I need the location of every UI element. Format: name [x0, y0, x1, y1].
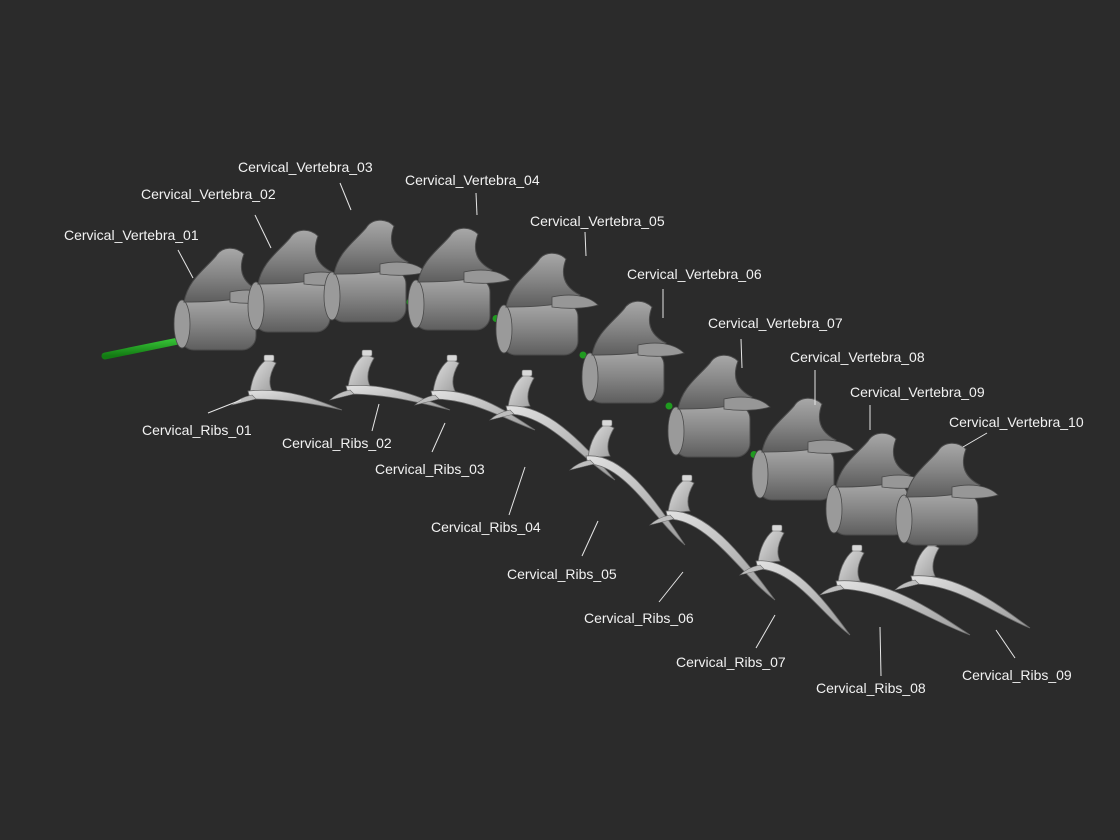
leader-lines-group — [177, 182, 1016, 677]
label-cervical-vertebra-07: Cervical_Vertebra_07 — [708, 315, 843, 331]
leader-cervical-ribs-08 — [879, 626, 882, 677]
label-cervical-ribs-02: Cervical_Ribs_02 — [282, 435, 392, 451]
rib-05 — [569, 419, 686, 546]
joint-05 — [579, 351, 587, 359]
vertebrae-group — [173, 219, 999, 546]
rib-08 — [819, 544, 971, 636]
leader-cervical-ribs-09 — [995, 629, 1016, 659]
leader-cervical-ribs-06 — [658, 571, 684, 603]
vertebra-10 — [895, 442, 999, 546]
label-cervical-vertebra-09: Cervical_Vertebra_09 — [850, 384, 985, 400]
rib-04 — [489, 369, 616, 481]
label-cervical-vertebra-04: Cervical_Vertebra_04 — [405, 172, 540, 188]
label-cervical-vertebra-02: Cervical_Vertebra_02 — [141, 186, 276, 202]
axis-rod-left — [101, 335, 192, 360]
leader-cervical-ribs-07 — [755, 614, 776, 649]
rib-09 — [894, 539, 1031, 629]
leader-cervical-vertebra-07 — [740, 338, 743, 369]
leader-cervical-vertebra-03 — [339, 182, 352, 211]
label-cervical-ribs-08: Cervical_Ribs_08 — [816, 680, 926, 696]
label-cervical-vertebra-08: Cervical_Vertebra_08 — [790, 349, 925, 365]
vertebra-09 — [825, 432, 929, 536]
leader-cervical-vertebra-01 — [177, 249, 194, 279]
vertebra-04 — [407, 227, 511, 331]
label-cervical-ribs-03: Cervical_Ribs_03 — [375, 461, 485, 477]
vertebra-07 — [667, 354, 771, 458]
label-cervical-vertebra-01: Cervical_Vertebra_01 — [64, 227, 199, 243]
label-cervical-vertebra-03: Cervical_Vertebra_03 — [238, 159, 373, 175]
leader-cervical-vertebra-10 — [962, 432, 988, 448]
label-cervical-ribs-06: Cervical_Ribs_06 — [584, 610, 694, 626]
leader-cervical-vertebra-04 — [475, 192, 478, 216]
label-cervical-vertebra-06: Cervical_Vertebra_06 — [627, 266, 762, 282]
leader-cervical-vertebra-02 — [254, 214, 272, 249]
leader-cervical-ribs-01 — [207, 399, 242, 414]
label-cervical-ribs-01: Cervical_Ribs_01 — [142, 422, 252, 438]
leader-cervical-ribs-02 — [371, 403, 380, 432]
rib-03 — [414, 354, 536, 431]
rib-07 — [739, 524, 851, 636]
joint-06 — [665, 402, 673, 410]
ribs-group — [231, 349, 1031, 636]
vertebra-03 — [323, 219, 427, 323]
rib-06 — [649, 474, 776, 601]
label-cervical-ribs-07: Cervical_Ribs_07 — [676, 654, 786, 670]
label-cervical-vertebra-05: Cervical_Vertebra_05 — [530, 213, 665, 229]
leader-cervical-ribs-03 — [431, 422, 446, 453]
label-cervical-ribs-09: Cervical_Ribs_09 — [962, 667, 1072, 683]
label-cervical-ribs-05: Cervical_Ribs_05 — [507, 566, 617, 582]
label-cervical-vertebra-10: Cervical_Vertebra_10 — [949, 414, 1084, 430]
rib-01 — [231, 354, 343, 411]
vertebra-08 — [751, 397, 855, 501]
leader-cervical-vertebra-05 — [584, 231, 587, 257]
vertebra-05 — [495, 252, 599, 356]
leader-cervical-ribs-05 — [581, 520, 599, 557]
leader-cervical-ribs-04 — [508, 466, 526, 516]
label-cervical-ribs-04: Cervical_Ribs_04 — [431, 519, 541, 535]
rib-02 — [329, 349, 451, 411]
vertebra-06 — [581, 300, 685, 404]
